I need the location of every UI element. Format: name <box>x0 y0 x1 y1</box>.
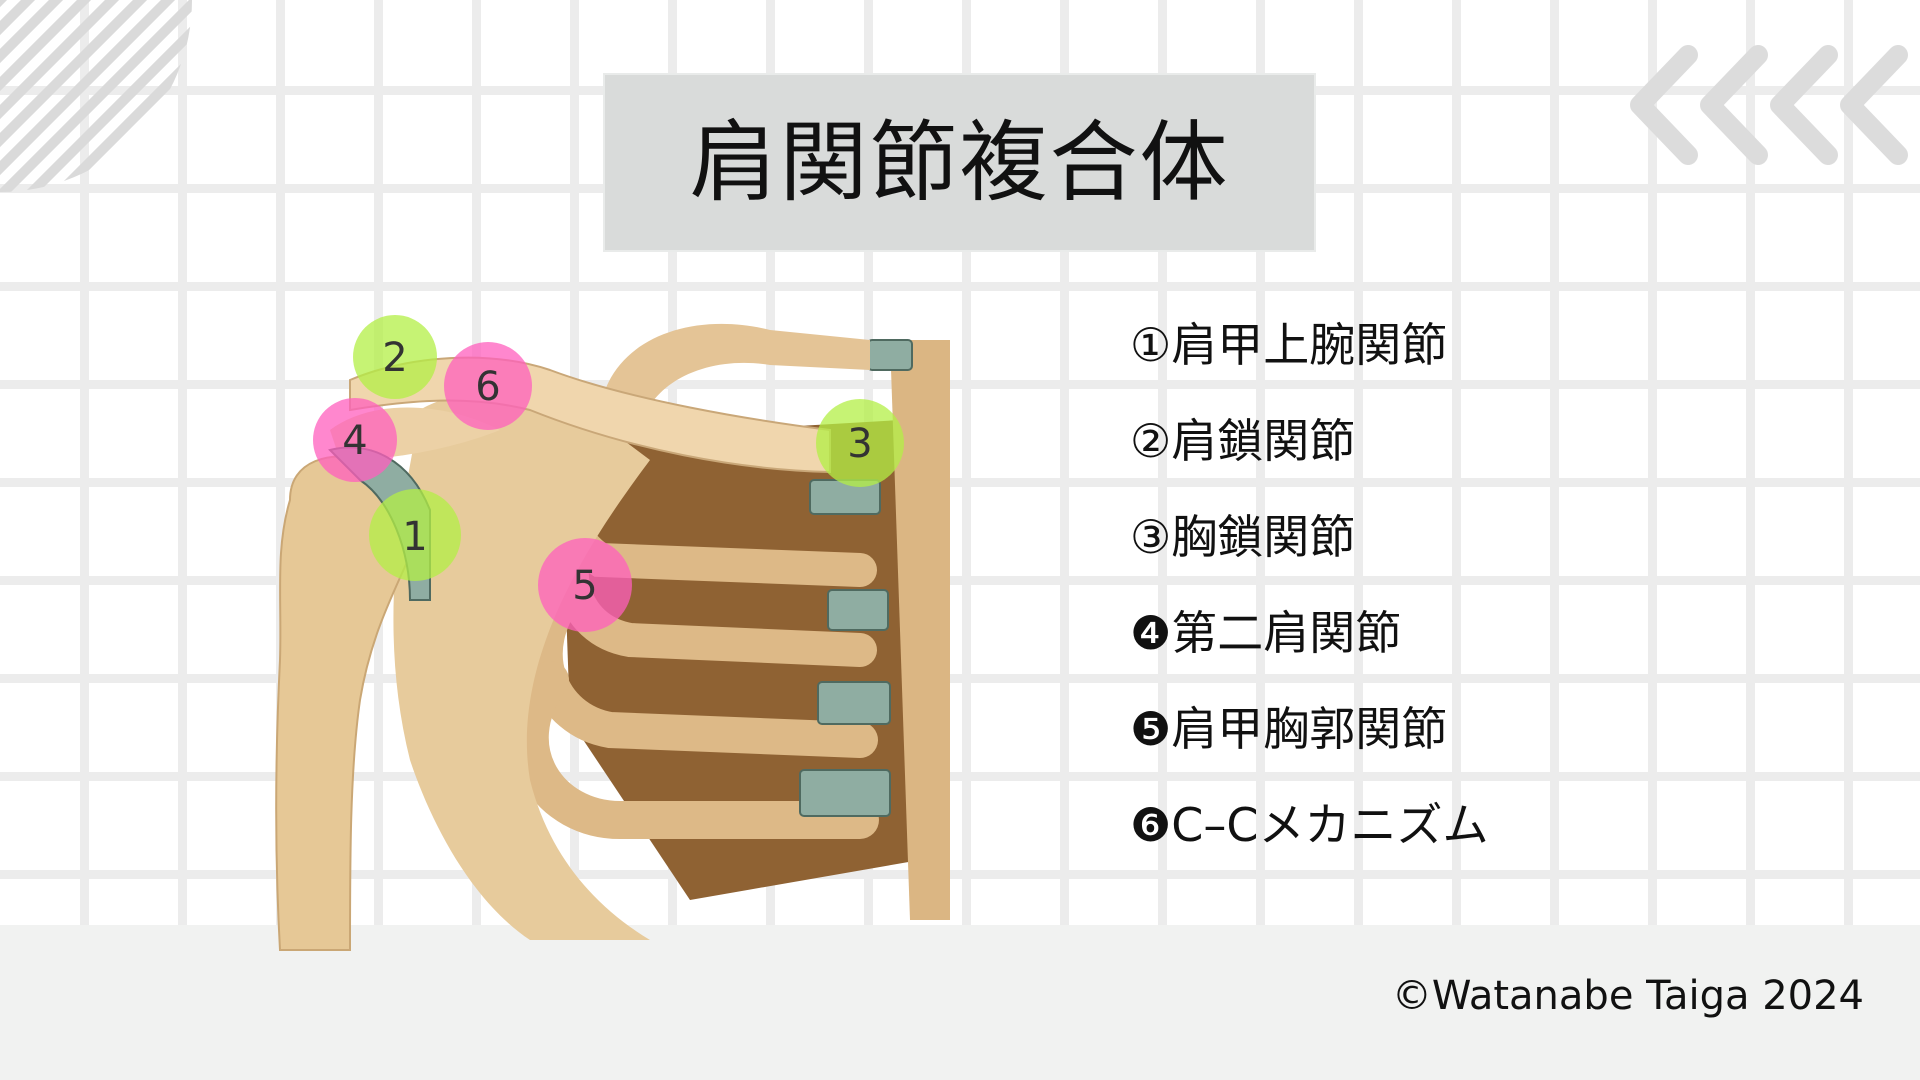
page-title: 肩関節複合体 <box>689 110 1230 214</box>
legend-item: ③胸鎖関節 <box>1130 510 1356 564</box>
marker-1-label: 1 <box>402 514 427 560</box>
marker-4-label: 4 <box>342 418 367 464</box>
shoulder-complex-illustration: 1 2 3 4 5 6 <box>275 315 950 951</box>
first-rib <box>600 323 870 430</box>
costal-cartilages <box>799 339 913 817</box>
legend-item: ②肩鎖関節 <box>1130 414 1356 468</box>
marker-5: 5 <box>538 538 632 632</box>
marker-5-label: 5 <box>572 563 597 609</box>
marker-3-label: 3 <box>847 421 872 467</box>
title-box: 肩関節複合体 <box>603 73 1316 252</box>
legend-item: ❺肩甲胸郭関節 <box>1130 702 1448 756</box>
double-chevron-left-icon <box>1630 45 1908 165</box>
sternum <box>890 340 950 920</box>
legend-item: ❹第二肩関節 <box>1130 606 1402 660</box>
marker-6-label: 6 <box>475 364 500 410</box>
marker-2-label: 2 <box>382 335 407 381</box>
marker-4: 4 <box>313 398 397 482</box>
legend-list: ①肩甲上腕関節 ②肩鎖関節 ③胸鎖関節 ❹第二肩関節 ❺肩甲胸郭関節 ❻C–Cメ… <box>1130 315 1730 891</box>
legend-item: ❻C–Cメカニズム <box>1130 798 1489 852</box>
marker-2: 2 <box>353 315 437 399</box>
marker-6: 6 <box>444 342 532 430</box>
marker-1: 1 <box>369 489 461 581</box>
marker-3: 3 <box>816 399 904 487</box>
legend-item: ①肩甲上腕関節 <box>1130 318 1448 372</box>
copyright-text: ©Watanabe Taiga 2024 <box>1391 973 1864 1019</box>
diagonal-stripes-icon <box>0 0 192 192</box>
